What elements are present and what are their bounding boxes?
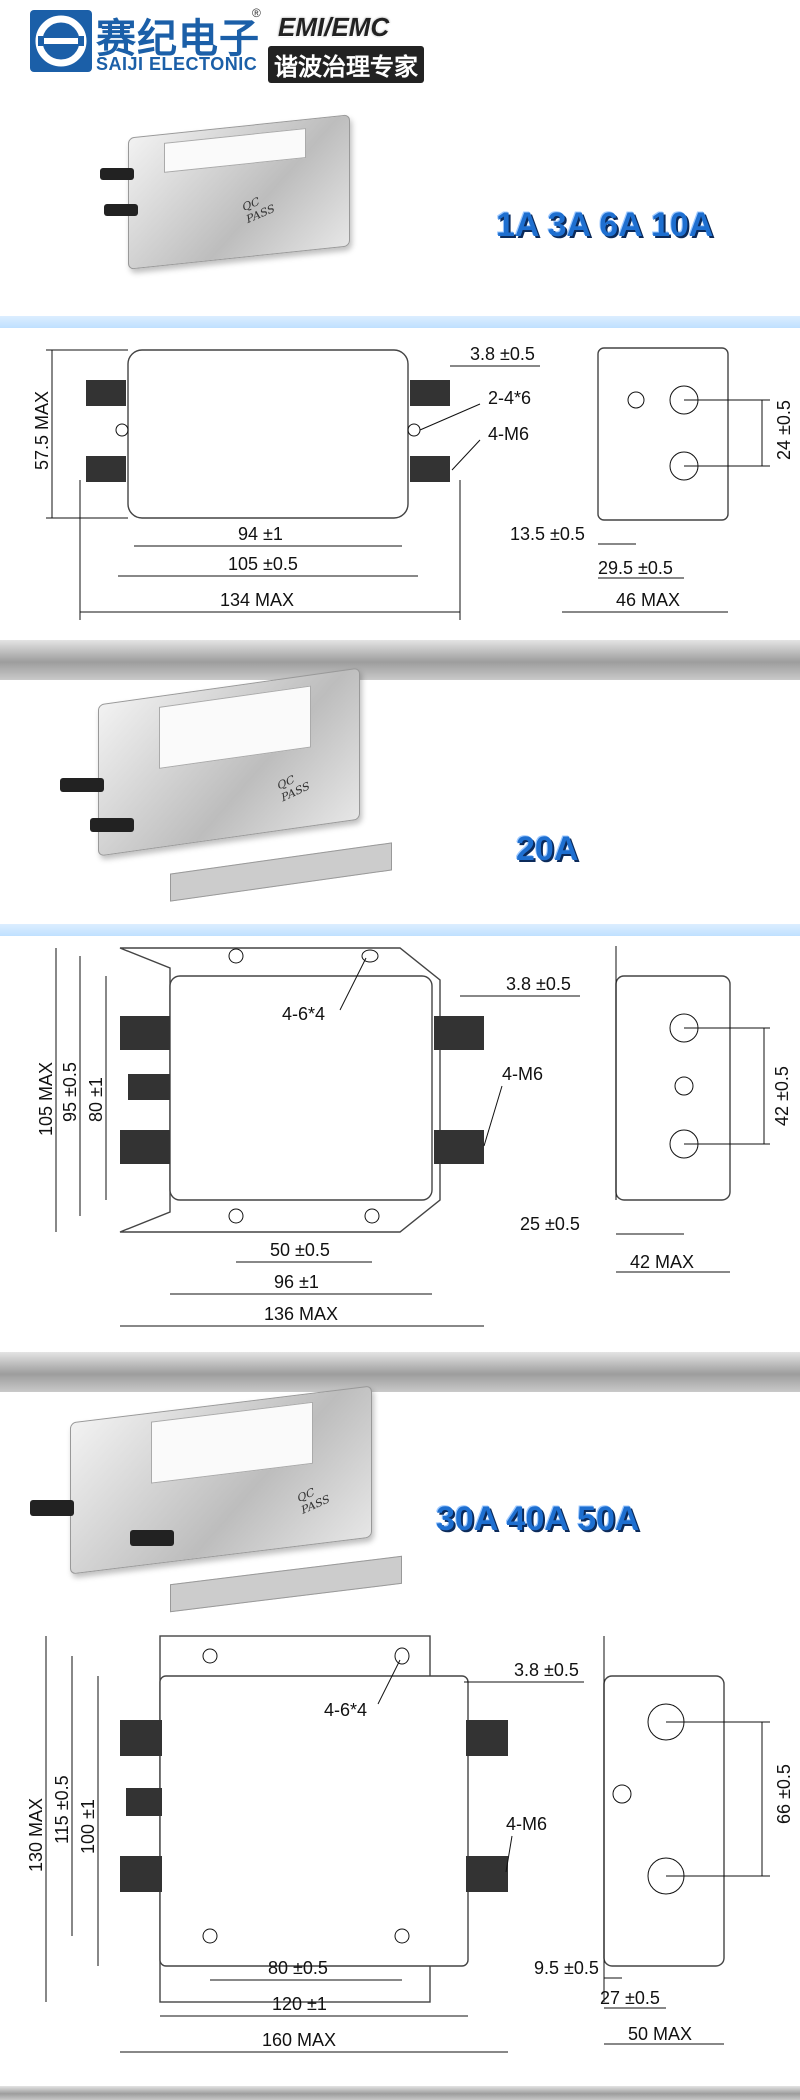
dim-mount-span: 105 ±0.5	[228, 554, 298, 574]
qc-label: QC PASS	[276, 768, 312, 804]
brand-logo-icon	[30, 10, 92, 72]
dim-height-body: 100 ±1	[78, 1799, 98, 1854]
brand-name-cn: 赛纪电子	[96, 16, 260, 62]
divider-band	[0, 316, 800, 328]
dim-hole-span: 50 ±0.5	[270, 1240, 330, 1260]
dim-side-pitch: 66 ±0.5	[774, 1764, 794, 1824]
dim-terminal: 4-M6	[502, 1064, 543, 1084]
terminal-right-top	[410, 380, 450, 406]
current-ratings-1: 1A 3A 6A 10A	[496, 206, 714, 244]
dim-terminal-offset: 3.8 ±0.5	[506, 974, 571, 994]
nameplate	[164, 127, 306, 173]
dim-side-a: 9.5 ±0.5	[534, 1958, 599, 1978]
dimension-drawing-3: 130 MAX 115 ±0.5 100 ±1 4-6*4 3.8 ±0.5 4…	[26, 1635, 794, 2053]
dim-side-a: 25 ±0.5	[520, 1214, 580, 1234]
nameplate	[151, 1401, 313, 1484]
dim-side-pitch: 42 ±0.5	[772, 1066, 792, 1126]
terminal-post	[30, 1500, 74, 1516]
slogan: 谐波治理专家	[268, 46, 424, 83]
dim-side-depth: 50 MAX	[628, 2024, 692, 2044]
terminal-post	[104, 204, 138, 216]
dim-terminal-offset: 3.8 ±0.5	[470, 344, 535, 364]
dim-overall: 160 MAX	[262, 2030, 336, 2050]
dimension-drawing-1: 57.5 MAX 94 ±1 105 ±0.5 134 MAX 3.8 ±0.5…	[32, 344, 794, 620]
dim-height-mount: 95 ±0.5	[60, 1062, 80, 1122]
dim-hole-span: 80 ±0.5	[268, 1958, 328, 1978]
dim-terminal-offset: 3.8 ±0.5	[514, 1660, 579, 1680]
filter-housing: QC PASS	[98, 667, 360, 857]
header: 赛纪电子 ® SAIJI ELECTONIC EMI/EMC 谐波治理专家	[0, 0, 800, 100]
filter-housing: QC PASS	[128, 114, 350, 270]
terminal-post	[100, 168, 134, 180]
dim-body-width: 96 ±1	[274, 1272, 319, 1292]
qc-label: QC PASS	[241, 190, 277, 226]
divider-band	[0, 640, 800, 680]
terminal-post	[130, 1530, 174, 1546]
divider-band	[0, 2086, 800, 2100]
side-view-outline	[597, 347, 729, 521]
dim-terminal: 4-M6	[488, 424, 529, 444]
dim-mount-holes: 4-6*4	[324, 1700, 367, 1720]
dim-mount-holes: 2-4*6	[488, 388, 531, 408]
dim-side-b: 29.5 ±0.5	[598, 558, 673, 578]
dim-side-pitch: 24 ±0.5	[774, 400, 794, 460]
dim-overall: 136 MAX	[264, 1304, 338, 1324]
current-ratings-3: 30A 40A 50A	[436, 1500, 640, 1538]
divider-band	[0, 924, 800, 936]
dim-height-mount: 115 ±0.5	[52, 1775, 72, 1844]
dim-height-body: 80 ±1	[86, 1077, 106, 1122]
filter-body-outline	[127, 349, 409, 519]
side-view-outline	[615, 975, 731, 1201]
mount-hole	[115, 423, 129, 437]
registered-mark: ®	[252, 6, 261, 20]
terminal-right-bottom	[410, 456, 450, 482]
dim-height-max: 130 MAX	[26, 1798, 46, 1872]
brand-name-en: SAIJI ELECTONIC	[96, 54, 258, 74]
dim-side-a: 13.5 ±0.5	[510, 524, 585, 544]
dim-overall: 134 MAX	[220, 590, 294, 610]
product-photo-2: QC PASS	[50, 667, 392, 918]
mount-flange	[170, 1555, 402, 1613]
current-ratings-2: 20A	[516, 830, 579, 868]
tagline: EMI/EMC	[278, 12, 390, 42]
dim-height-max: 105 MAX	[36, 1062, 56, 1136]
dim-inner: 94 ±1	[238, 524, 283, 544]
mount-hole	[407, 423, 421, 437]
dimension-drawing-2: 105 MAX 95 ±0.5 80 ±1 4-6*4 3.8 ±0.5 4-M…	[36, 946, 792, 1327]
terminal-left-top	[86, 380, 126, 406]
product-photo-3: QC PASS	[30, 1380, 402, 1620]
dim-side-b: 27 ±0.5	[600, 1988, 660, 2008]
terminal-post	[60, 778, 104, 792]
qc-label: QC PASS	[296, 1481, 332, 1517]
dim-side-depth: 46 MAX	[616, 590, 680, 610]
dim-terminal: 4-M6	[506, 1814, 547, 1834]
dim-mount-holes: 4-6*4	[282, 1004, 325, 1024]
filter-housing: QC PASS	[70, 1385, 372, 1575]
terminal-post	[90, 818, 134, 832]
side-view-outline	[603, 1675, 725, 1967]
mount-flange	[170, 842, 392, 902]
dim-side-depth: 42 MAX	[630, 1252, 694, 1272]
divider-band	[0, 1352, 800, 1392]
nameplate	[159, 685, 311, 769]
terminal-left-bottom	[86, 456, 126, 482]
product-photo-1: QC PASS	[100, 108, 360, 303]
filter-body-outline	[159, 1675, 469, 1967]
dim-height: 57.5 MAX	[32, 391, 52, 470]
dim-body-width: 120 ±1	[272, 1994, 327, 2014]
